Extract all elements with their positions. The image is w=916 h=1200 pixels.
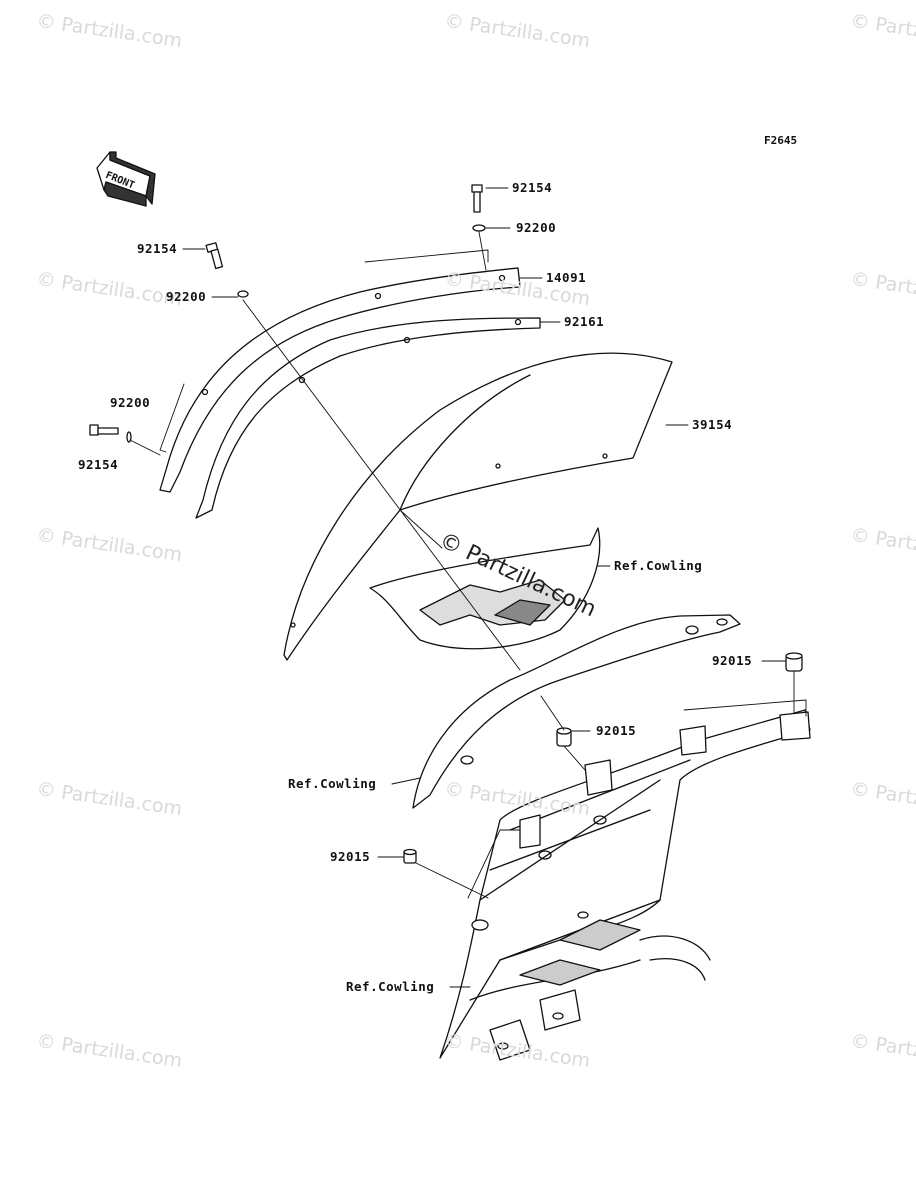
part-label-92154-side: 92154 <box>78 457 119 472</box>
part-label-92015-left: 92015 <box>330 849 371 864</box>
trim-part-14091 <box>159 267 521 493</box>
grommet-92015-mid-icon <box>556 727 572 747</box>
bolt-92154-left-icon <box>205 242 224 270</box>
part-label-92200-left: 92200 <box>166 289 207 304</box>
ref-cowling-label-3: Ref.Cowling <box>346 979 435 994</box>
seal-part-92161 <box>195 317 541 519</box>
grommet-92015-right-icon <box>785 652 803 672</box>
windshield-part-39154 <box>283 352 673 661</box>
part-label-92015-mid: 92015 <box>596 723 637 738</box>
leader-lines <box>182 187 787 988</box>
cowling-bracket <box>412 614 741 809</box>
cowling-grill <box>369 527 601 650</box>
washer-92200-side-icon <box>126 431 132 443</box>
washer-92200-left-icon <box>237 290 249 298</box>
washer-92200-top-icon <box>472 224 486 232</box>
bolt-92154-side-icon <box>89 424 119 436</box>
ref-cowling-label-1: Ref.Cowling <box>614 558 703 573</box>
assembly-lines <box>129 231 807 899</box>
part-label-92154-top: 92154 <box>512 180 553 195</box>
grommet-92015-left-icon <box>403 848 417 864</box>
ref-cowling-label-2: Ref.Cowling <box>288 776 377 791</box>
part-label-92015-right: 92015 <box>712 653 753 668</box>
front-arrow-icon <box>96 151 156 207</box>
part-label-39154: 39154 <box>692 417 733 432</box>
part-label-92200-side: 92200 <box>110 395 151 410</box>
part-label-92154-left: 92154 <box>137 241 178 256</box>
frame-structure <box>439 709 811 1061</box>
part-label-92161: 92161 <box>564 314 605 329</box>
bolt-92154-top-icon <box>471 184 483 213</box>
figure-code: F2645 <box>764 134 798 147</box>
part-label-14091: 14091 <box>546 270 587 285</box>
part-label-92200-top: 92200 <box>516 220 557 235</box>
